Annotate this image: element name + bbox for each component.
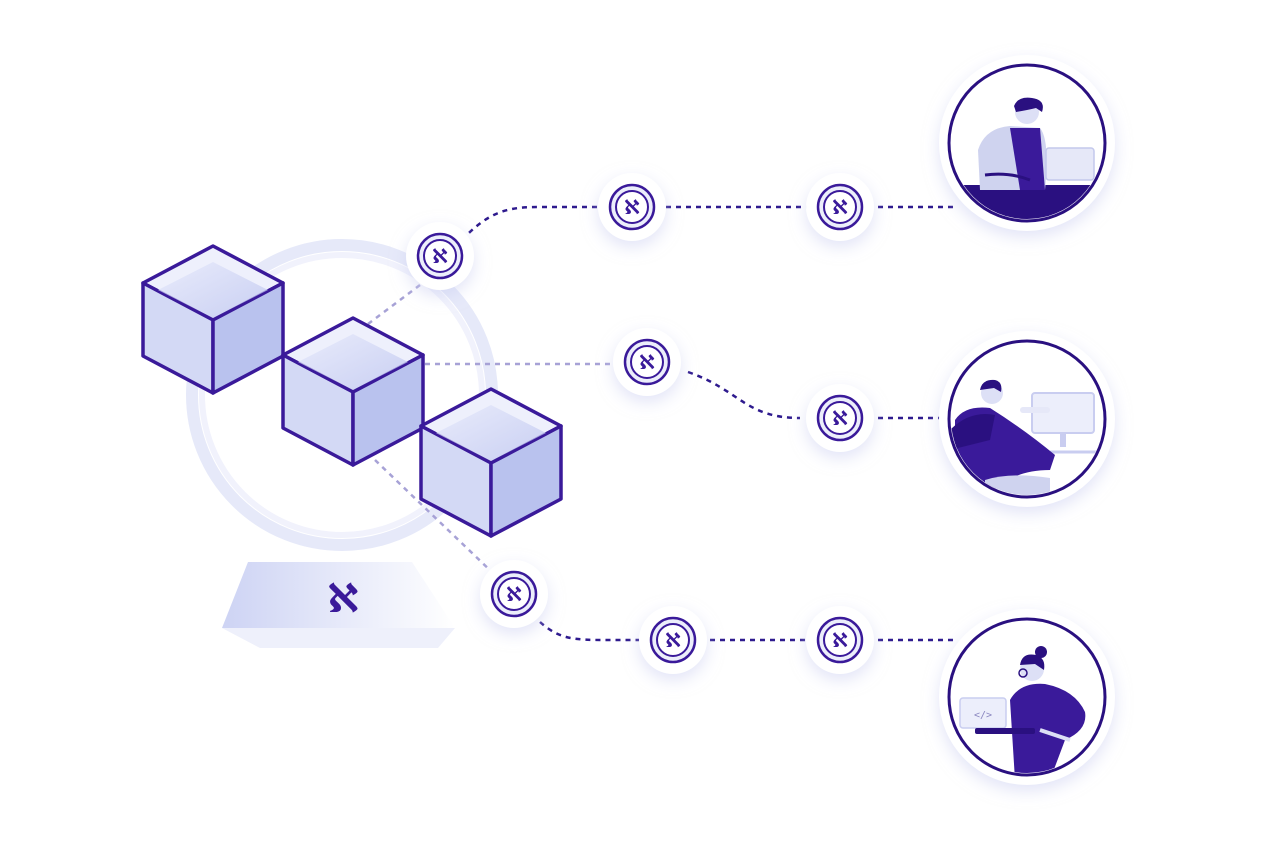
hub-base-plate: ℵ [222, 562, 455, 648]
path-bottom [539, 621, 955, 642]
x-logo-icon: ℵ [327, 576, 359, 622]
x-token-icon: ℵ [832, 628, 848, 652]
path-top [461, 205, 955, 241]
token-top-3: ℵ [806, 173, 874, 241]
token-middle-1: ℵ [613, 328, 681, 396]
hub-link-top [359, 284, 421, 331]
token-bottom-3: ℵ [806, 606, 874, 674]
path-middle [687, 370, 950, 420]
token-top-2: ℵ [598, 173, 666, 241]
svg-text:</>: </> [974, 710, 992, 721]
x-token-icon: ℵ [506, 582, 522, 606]
user-laptop-man [939, 55, 1115, 231]
woman-coding-on-laptop-icon: </> [959, 646, 1086, 773]
token-bottom-1: ℵ [480, 560, 548, 628]
x-token-icon: ℵ [832, 406, 848, 430]
x-token-icon: ℵ [639, 350, 655, 374]
user-desktop-man [939, 331, 1115, 507]
x-token-icon: ℵ [832, 195, 848, 219]
token-top-1: ℵ [406, 222, 474, 290]
cube-1 [141, 244, 285, 395]
x-token-icon: ℵ [665, 628, 681, 652]
token-middle-2: ℵ [806, 384, 874, 452]
hub-link-bottom [374, 459, 496, 576]
token-bottom-2: ℵ [639, 606, 707, 674]
token-nodes: ℵ ℵ ℵ ℵ ℵ ℵ ℵ ℵ [406, 173, 874, 674]
cube-3 [419, 387, 563, 538]
user-laptop-woman: </> [939, 609, 1115, 785]
x-token-icon: ℵ [432, 244, 448, 268]
cube-2 [281, 316, 425, 467]
man-at-desktop-icon [951, 379, 1100, 495]
connection-paths [359, 205, 955, 642]
blockchain-cubes-icon [141, 244, 563, 538]
user-avatars: </> [939, 55, 1115, 785]
x-token-icon: ℵ [624, 195, 640, 219]
